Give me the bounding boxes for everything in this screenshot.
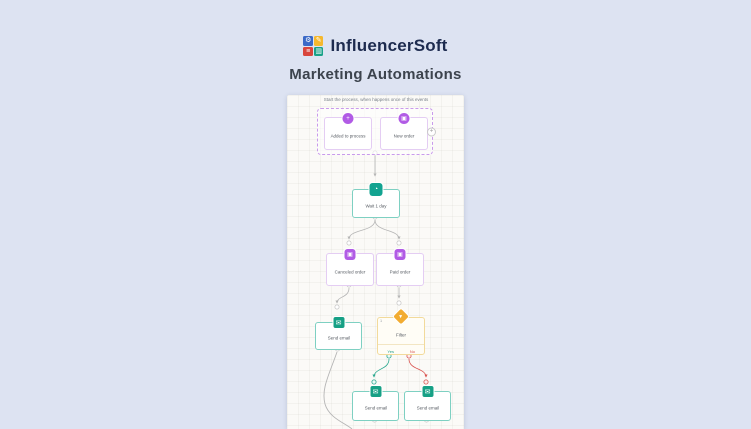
no-target-handle[interactable] <box>423 379 429 385</box>
send-email-label: Send email <box>364 405 387 411</box>
yes-target-handle[interactable] <box>371 379 377 385</box>
filter-outcomes: Yes No <box>378 344 424 354</box>
branch-label: Paid order <box>389 269 411 275</box>
send-email-node-left[interactable]: ✉ Send email <box>315 317 362 350</box>
wire-wait-to-canceled <box>347 219 376 240</box>
wire-email-continuation <box>323 351 353 429</box>
page-header: ⚙ ✎ ≡ ▥ InfluencerSoft Marketing Automat… <box>0 36 751 83</box>
connection-handle[interactable] <box>396 240 402 246</box>
clock-icon: ◔ <box>369 183 383 196</box>
branch-node-paid-order[interactable]: ▣ Paid order <box>376 249 424 286</box>
filter-node[interactable]: ▼ 1 Filter Yes No <box>377 308 425 355</box>
logo-grid-icon: ▥ <box>313 46 324 56</box>
envelope-icon: ✉ <box>333 317 344 328</box>
wire-canceled-to-email <box>335 287 350 304</box>
event-label: Added to process <box>330 133 366 139</box>
connection-handle[interactable] <box>334 304 340 310</box>
send-email-label: Send email <box>416 405 439 411</box>
logo-pencil-icon: ✎ <box>313 36 324 46</box>
start-group-label: Start the process, when happens once of … <box>323 97 428 102</box>
influencersoft-logo-icon: ⚙ ✎ ≡ ▥ <box>303 36 324 56</box>
automation-canvas: Start the process, when happens once of … <box>287 95 464 429</box>
event-node-added-to-process[interactable]: + Added to process <box>324 113 372 150</box>
filter-no-label: No <box>409 349 415 354</box>
envelope-icon: ✉ <box>370 386 381 397</box>
branch-node-canceled-order[interactable]: ▣ Canceled order <box>326 249 374 286</box>
connection-handle[interactable] <box>396 300 402 306</box>
wire-filter-no <box>408 358 428 378</box>
order-icon: ▣ <box>398 113 410 124</box>
start-events-group: + Added to process ▣ New order + <box>317 108 436 155</box>
canceled-order-icon: ▣ <box>344 249 356 260</box>
event-node-new-order[interactable]: ▣ New order <box>380 113 428 150</box>
branch-label: Canceled order <box>334 269 366 275</box>
filter-yes-label: Yes <box>387 349 395 354</box>
envelope-icon: ✉ <box>422 386 433 397</box>
add-event-button[interactable]: + <box>427 127 436 136</box>
wait-node[interactable]: ◔ Wait 1 day <box>352 183 400 218</box>
event-label: New order <box>393 133 415 139</box>
page-title: Marketing Automations <box>289 66 462 83</box>
connection-handle[interactable] <box>346 240 352 246</box>
wire-filter-yes <box>372 358 390 378</box>
brand-name: InfluencerSoft <box>330 36 448 55</box>
filter-badge: 1 <box>380 319 383 323</box>
brand-row: ⚙ ✎ ≡ ▥ InfluencerSoft <box>0 36 751 56</box>
send-email-label: Send email <box>327 335 350 341</box>
wait-label: Wait 1 day <box>365 203 387 209</box>
contact-added-icon: + <box>342 113 354 124</box>
logo-gear-icon: ⚙ <box>303 36 313 46</box>
paid-order-icon: ▣ <box>394 249 406 260</box>
filter-label: Filter <box>396 332 406 338</box>
send-email-node-yes[interactable]: ✉ Send email <box>352 386 399 421</box>
logo-lines-icon: ≡ <box>303 46 313 56</box>
send-email-node-no[interactable]: ✉ Send email <box>404 386 451 421</box>
filter-diamond-icon: ▼ <box>393 308 409 325</box>
wire-wait-to-paid <box>374 219 401 240</box>
